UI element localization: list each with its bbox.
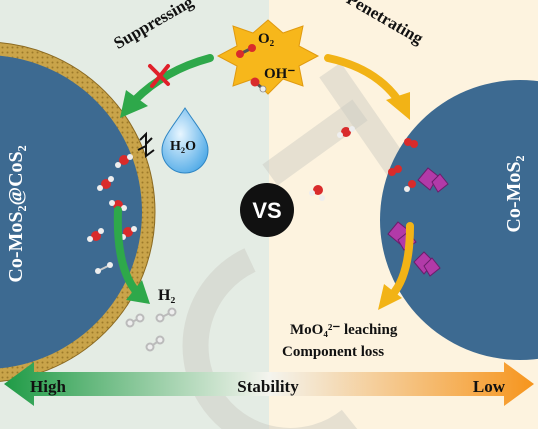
- stability-low-label: Low: [473, 377, 506, 396]
- left-sphere: [0, 42, 156, 382]
- right-water-molecules: [309, 126, 418, 201]
- o2-label: O₂: [258, 31, 275, 47]
- right-sphere: [380, 80, 538, 360]
- block-cross-icon: [148, 64, 170, 88]
- component-loss-label: Component loss: [282, 344, 384, 360]
- stability-high-label: High: [30, 377, 66, 396]
- stability-bar: [4, 362, 534, 406]
- h2o-label: H₂O: [170, 139, 196, 154]
- h2-evolution-arrow: [113, 206, 150, 304]
- impact-zigzag: [137, 131, 155, 158]
- vs-label: VS: [252, 198, 281, 223]
- star-burst: [216, 19, 320, 95]
- right-material-label: Co-MoS₂: [503, 155, 525, 232]
- leaching-arrow: [378, 222, 414, 310]
- h2-molecules: [125, 307, 177, 352]
- penetrate-arrow: [324, 54, 410, 120]
- vs-badge: VS: [240, 183, 294, 237]
- oh-molecule: [250, 77, 267, 93]
- oh-label: OH⁻: [264, 66, 295, 82]
- left-water-molecules: [87, 154, 137, 274]
- water-droplet-icon: [161, 107, 209, 174]
- o2-molecule: [236, 44, 256, 58]
- suppress-arrow: [120, 54, 214, 118]
- stability-center-label: Stability: [237, 377, 299, 396]
- left-material-label: Co-MoS₂@CoS₂: [5, 145, 27, 282]
- leaching-label: MoO₄²⁻ leaching: [290, 322, 398, 338]
- h2-label: H₂: [158, 287, 175, 304]
